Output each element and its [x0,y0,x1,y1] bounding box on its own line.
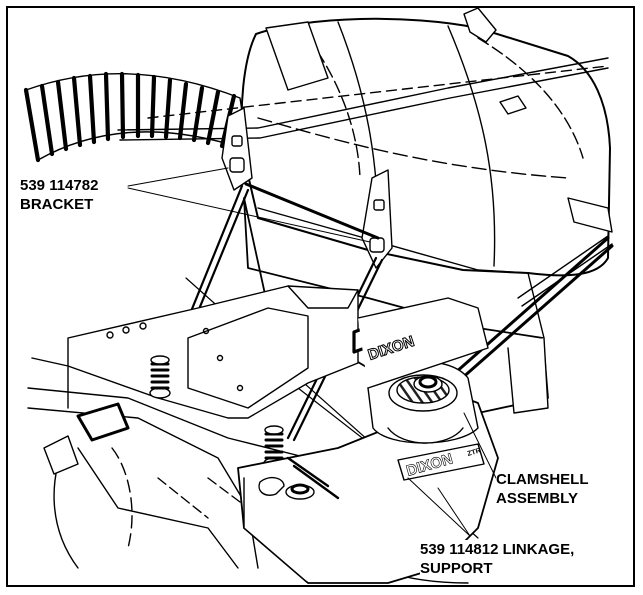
support-brackets [221,107,393,269]
diagram-frame: DIXON ZTR DIXON 539 114782 BRACKET CLAMS… [6,6,635,587]
discharge-hose [23,71,249,163]
callout-bracket-part-number: 539 114782 [20,177,99,194]
callout-linkage: 539 114812 LINKAGE, SUPPORT [420,540,575,578]
callout-bracket: 539 114782 BRACKET [20,176,99,214]
callout-bracket-label: BRACKET [20,196,94,213]
tower-model-decal: ZTR [467,447,482,457]
control-tower [237,297,499,584]
mower-deck-chassis [27,285,469,584]
callout-linkage-part-number: 539 114812 LINKAGE, [420,541,575,558]
callout-clamshell: CLAMSHELL ASSEMBLY [496,470,589,508]
callout-linkage-label: SUPPORT [420,560,493,577]
callout-clamshell-line2: ASSEMBLY [496,490,578,507]
callout-clamshell-line1: CLAMSHELL [496,471,589,488]
mower-catcher-illustration: DIXON ZTR DIXON [23,8,614,584]
leader-lines [127,167,497,537]
